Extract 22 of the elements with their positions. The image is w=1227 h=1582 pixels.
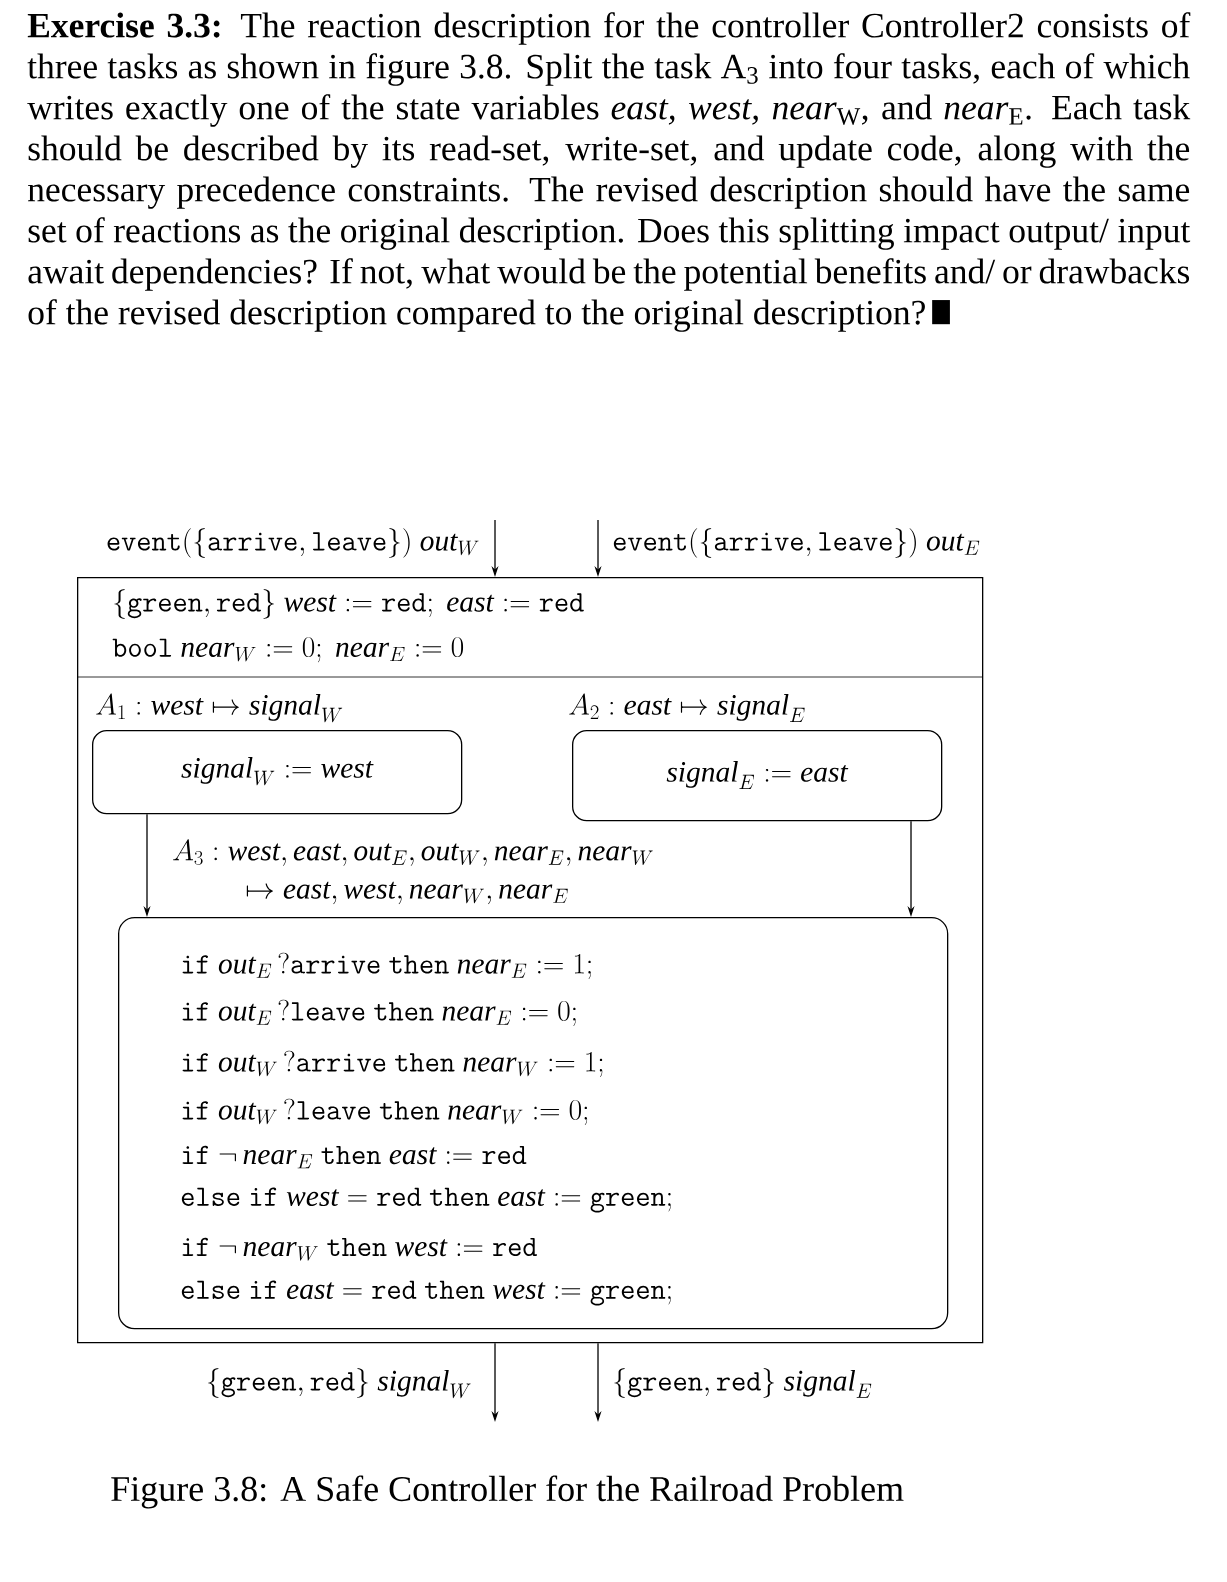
edge-label: $\mathtt{event}(\{\mathtt{arrive},\mathtt{leave}\})\ \mathit{out}_W$ [107, 528, 479, 558]
task-box: $\mathit{signal}_E := \mathit{east}$ [572, 730, 943, 822]
edge-label: $\{\mathtt{green},\mathtt{red}\}\ \mathit{signal}_W$ [208, 1368, 471, 1399]
edge-label: $\mathtt{event}(\{\mathtt{arrive},\mathtt{leave}\})\ \mathit{out}_E$ [613, 528, 980, 558]
code-line: $\mathtt{if}\ \neg\,\mathit{near}_E\ \mathtt{then}\ \mathit{east} := \mathtt{red}$ [182, 1145, 527, 1169]
code-line: $\mathtt{else}\ \mathtt{if}\ \mathit{east} = \mathtt{red}\ \mathtt{then}\ \mathit{west} := \mathtt{green};$ [181, 1280, 671, 1306]
task-heading: $A_3 : \mathit{west}, \mathit{east}, \mathit{out}_E, \mathit{out}_W, \mathit{near}_E, \mathit{near}_W$ [173, 839, 653, 866]
code-line: $\mathtt{if}\ \mathit{out}_E\,?\mathtt{leave}\ \mathtt{then}\ \mathit{near}_E := 0;$ [182, 999, 576, 1027]
task-heading: $A_2 : \mathit{east} \mapsto \mathit{signal}_E$ [569, 693, 805, 722]
declaration: $\{\mathtt{green},\mathtt{red}\}\ \mathit{west} := \mathtt{red};\ \mathit{east} := \mathtt{red}$ [114, 589, 584, 619]
caption: Figure 3.8: A Safe Controller for the Railroad Problem [111, 1475, 904, 1509]
task-box: $\mathit{signal}_W := \mathit{west}$ [92, 730, 463, 815]
task-heading: $\mapsto \mathit{east}, \mathit{west}, \mathit{near}_W, \mathit{near}_E$ [246, 881, 568, 905]
task-heading: $A_1 : \mathit{west} \mapsto \mathit{signal}_W$ [96, 693, 343, 723]
edge-label: $\{\mathtt{green},\mathtt{red}\}\ \mathit{signal}_E$ [614, 1368, 872, 1398]
code-line: $\mathtt{if}\ \mathit{out}_W\,?\mathtt{arrive}\ \mathtt{then}\ \mathit{near}_W := 1;$ [182, 1050, 603, 1078]
code-line: $\mathtt{if}\ \neg\,\mathit{near}_W\ \mathtt{then}\ \mathit{west} := \mathtt{red}$ [182, 1237, 538, 1261]
code-line: $\mathtt{if}\ \mathit{out}_W\,?\mathtt{leave}\ \mathtt{then}\ \mathit{near}_W := 0;$ [182, 1098, 588, 1126]
declaration: $\mathtt{bool}\ \mathit{near}_W := 0;\ \mathit{near}_E := 0$ [112, 637, 464, 663]
code-line: $\mathtt{else}\ \mathtt{if}\ \mathit{west} = \mathtt{red}\ \mathtt{then}\ \mathit{east} := \mathtt{green};$ [181, 1187, 671, 1213]
exercise-text: Exercise 3.3: The reaction description for the controller Controller2 consists of three tasks as shown in figure 3.8. Split the task A$_{3}$ into four tasks, each of which writes exactly one of the state variables east, west, near$_{W}$, and near$_{E}$. Each task should be described by its read-set, write-set, and update code, along with the necessary precedence constraints. The revised description should have the same set of reactions as the original description. Does this splitting impact output/ input await dependencies? If not, what would be the potential benefits and/ or drawbacks of the revised description compared to the original description? [27, 12, 1191, 332]
code-line: $\mathtt{if}\ \mathit{out}_E\,?\mathtt{arrive}\ \mathtt{then}\ \mathit{near}_E := 1;$ [182, 952, 591, 980]
